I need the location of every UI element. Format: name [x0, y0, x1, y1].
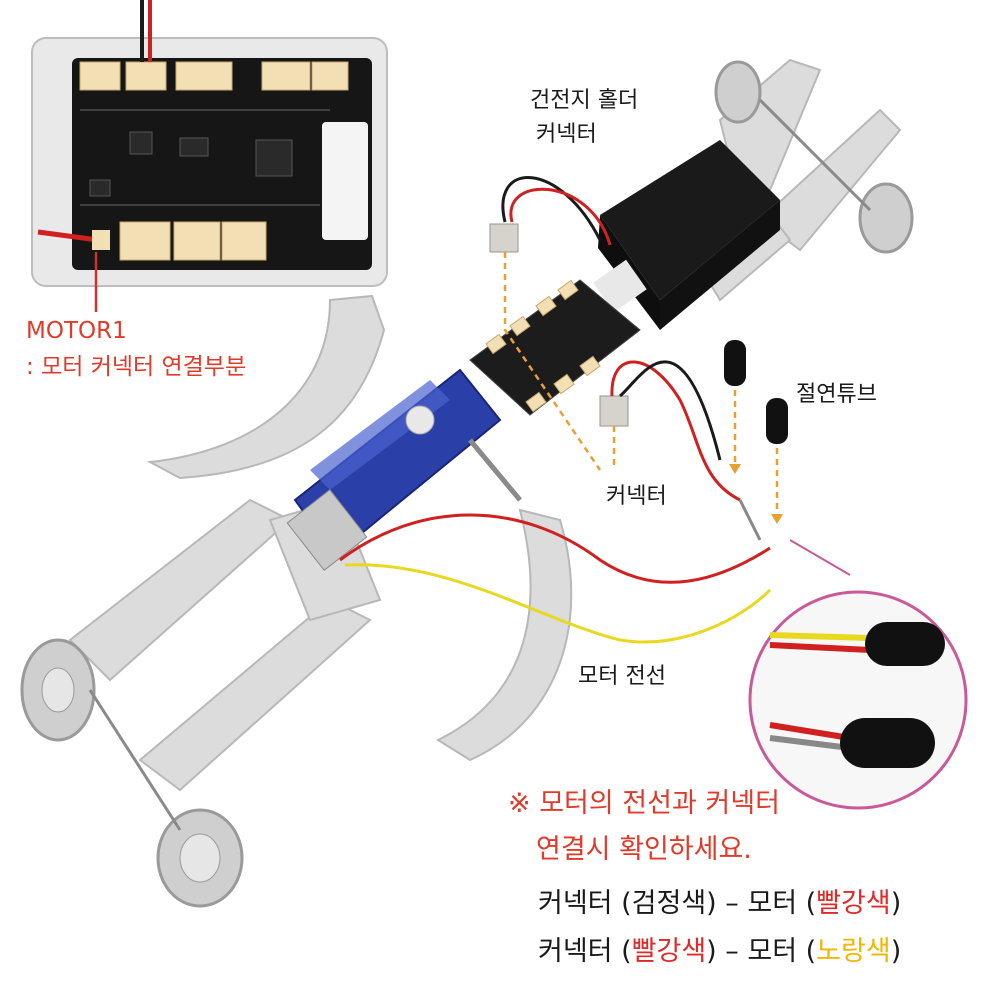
label-battery-holder-connector: 커넥터 [536, 122, 597, 147]
legend-2-right-color: 노랑색 [816, 936, 891, 967]
legend-2-left-color: 빨강색 [631, 936, 707, 967]
label-insulation-tube: 절연튜브 [796, 382, 877, 407]
legend-1-left: 커넥터 ( [538, 888, 632, 919]
label-motor1: MOTOR1 [26, 318, 127, 344]
label-motor1-desc: : 모터 커넥터 연결부분 [26, 354, 247, 380]
wheel-front-left [20, 638, 96, 742]
insulation-tubes [724, 340, 788, 444]
legend-1-mid: ) – 모터 ( [706, 888, 817, 919]
magnifier-detail [748, 539, 968, 810]
battery-holder [593, 140, 780, 330]
legend-1-right-color: 빨강색 [816, 888, 891, 919]
legend-2-left: 커넥터 ( [538, 936, 632, 967]
label-motor-wire: 모터 전선 [578, 664, 666, 689]
gear-motor [286, 368, 522, 571]
wheel-rear-top [714, 60, 762, 124]
wheel-front-right [156, 808, 244, 908]
guide-lines [503, 252, 779, 520]
pcb-inset [31, 0, 388, 312]
label-battery-holder: 건전지 홀더 [530, 88, 639, 113]
wheel-rear-right [858, 182, 914, 254]
legend-row-1: 커넥터 (검정색) – 모터 (빨강색) [538, 888, 901, 920]
connector-blocks [489, 223, 629, 427]
legend-1-right-close: ) [890, 888, 902, 919]
legend-2-right-close: ) [890, 936, 902, 967]
wires [339, 176, 772, 644]
legend-row-2: 커넥터 (빨강색) – 모터 (노랑색) [538, 936, 901, 968]
label-connector: 커넥터 [606, 484, 667, 509]
legend-1-left-color: 검정색 [631, 888, 707, 919]
note-line-1: ※ 모터의 전선과 커넥터 [508, 788, 780, 819]
controller-board [469, 279, 641, 416]
note-line-2: 연결시 확인하세요. [536, 834, 752, 865]
legend-2-mid: ) – 모터 ( [706, 936, 817, 967]
